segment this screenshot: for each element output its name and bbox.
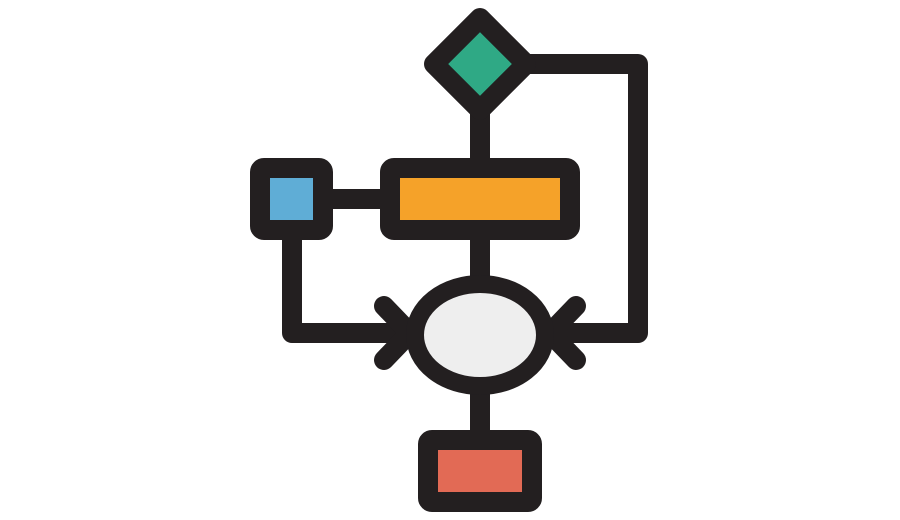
decision-diamond [424, 8, 536, 120]
merge-ellipse [406, 275, 554, 395]
process-rectangle [380, 158, 580, 240]
input-square [250, 158, 333, 240]
edge-decision-merge [505, 54, 648, 343]
terminal-rectangle [418, 430, 542, 512]
edge-input-merge [282, 220, 420, 343]
